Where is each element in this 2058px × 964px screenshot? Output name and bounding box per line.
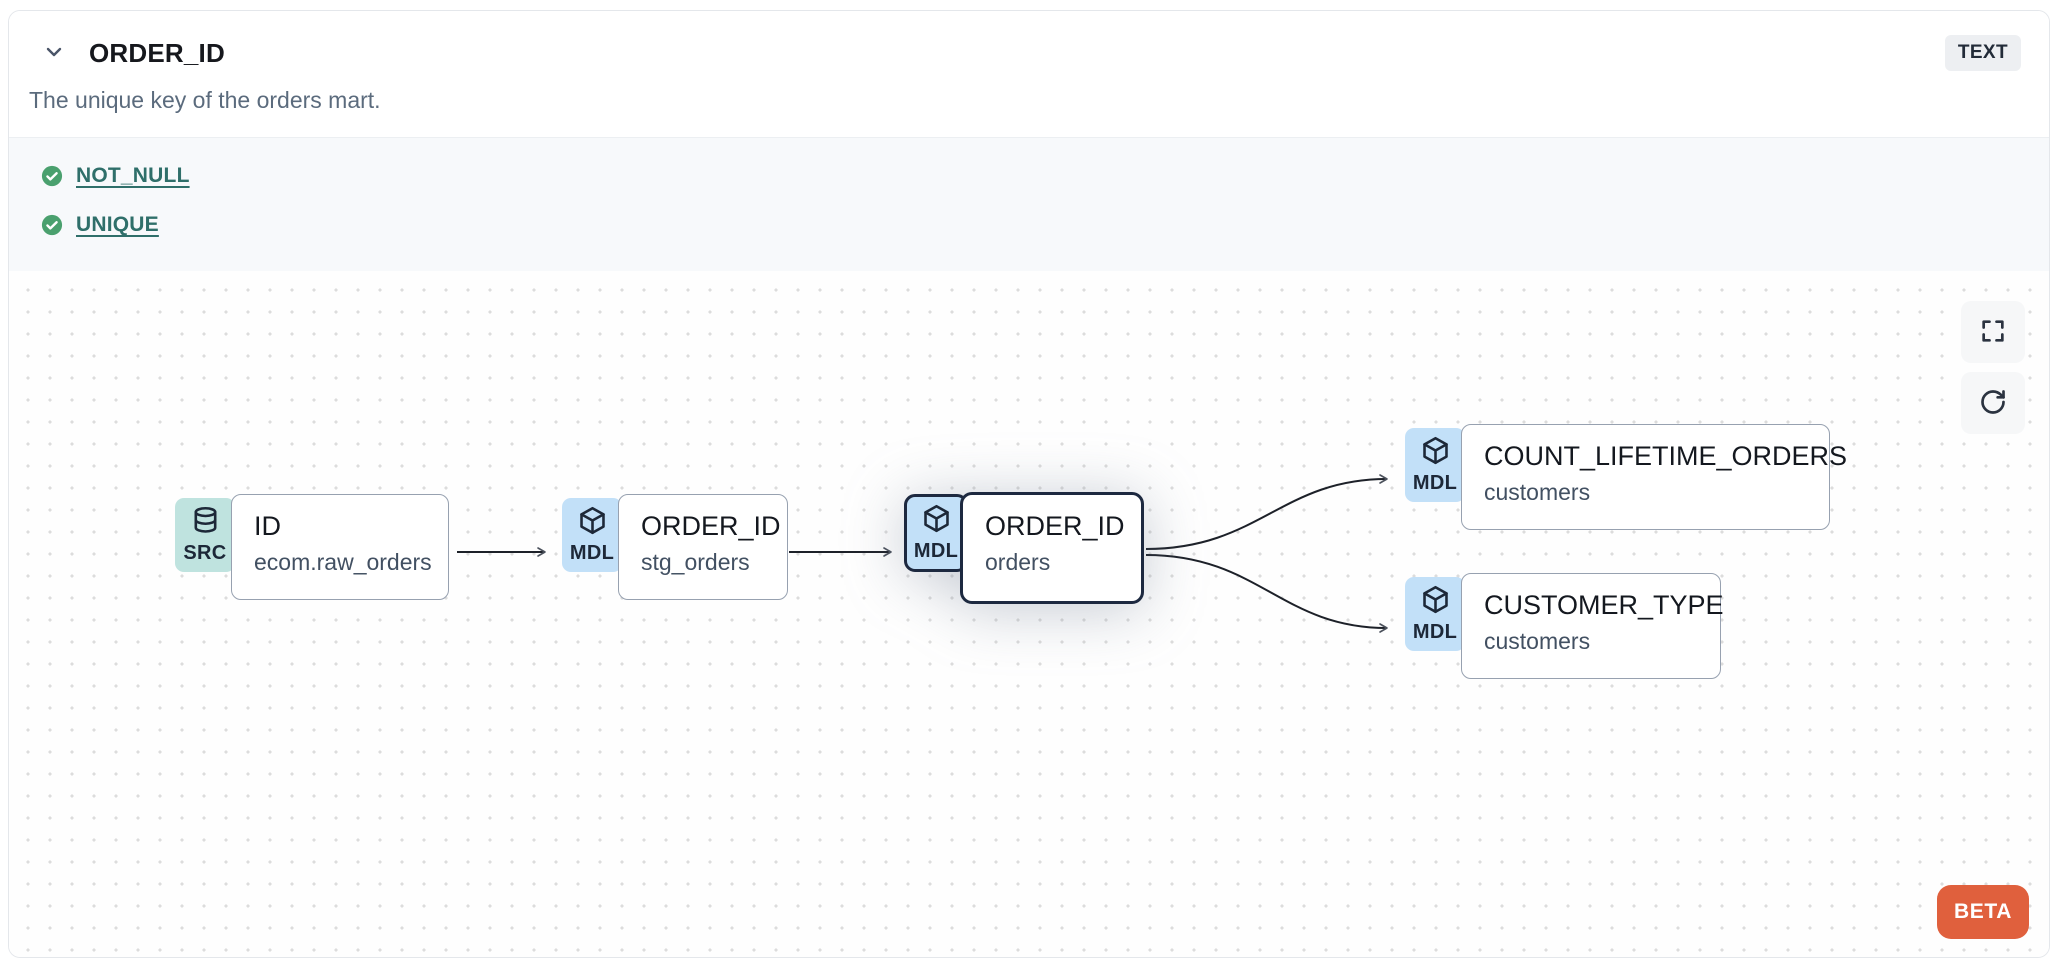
node-badge-label: MDL <box>913 540 959 562</box>
node-type-badge: MDL <box>904 494 968 572</box>
refresh-button[interactable] <box>1961 372 2025 434</box>
node-type-badge: MDL <box>1405 577 1465 651</box>
lineage-node-order-id-stg-orders[interactable]: MDL ORDER_ID stg_orders <box>562 494 788 600</box>
node-title: COUNT_LIFETIME_ORDERS <box>1484 441 1848 471</box>
node-subtitle: stg_orders <box>641 548 750 575</box>
database-icon <box>190 505 221 541</box>
test-pass-check-icon <box>41 214 63 236</box>
test-link-not-null[interactable]: NOT_NULL <box>76 164 190 187</box>
cube-icon <box>1420 584 1451 620</box>
lineage-node-customer-type-customers[interactable]: MDL CUSTOMER_TYPE customers <box>1405 573 1724 679</box>
node-title: CUSTOMER_TYPE <box>1484 590 1724 620</box>
node-type-badge: MDL <box>1405 428 1465 502</box>
node-title: ORDER_ID <box>985 511 1125 541</box>
tests-section: NOT_NULL UNIQUE <box>9 137 2049 271</box>
fullscreen-icon <box>1979 317 2007 348</box>
node-subtitle: customers <box>1484 627 1591 654</box>
node-title: ID <box>254 511 281 541</box>
chevron-down-icon <box>42 40 66 67</box>
lineage-node-order-id-orders-selected[interactable]: MDL ORDER_ID orders <box>904 492 1144 604</box>
lineage-edges <box>457 474 1388 633</box>
test-row-not-null: NOT_NULL <box>41 159 2049 193</box>
node-badge-label: MDL <box>569 542 615 564</box>
node-badge-label: SRC <box>183 542 227 564</box>
node-badge-label: MDL <box>1412 472 1458 494</box>
node-subtitle: customers <box>1484 478 1591 505</box>
collapse-chevron-button[interactable] <box>39 38 69 68</box>
refresh-icon <box>1979 388 2007 419</box>
canvas-controls <box>1961 301 2025 434</box>
column-type-badge: TEXT <box>1944 35 2021 71</box>
node-title: ORDER_ID <box>641 511 781 541</box>
node-card: ORDER_ID orders <box>960 492 1144 604</box>
lineage-node-count-lifetime-orders-customers[interactable]: MDL COUNT_LIFETIME_ORDERS customers <box>1405 424 1848 530</box>
test-row-unique: UNIQUE <box>41 208 2049 242</box>
node-type-badge: SRC <box>175 498 235 572</box>
node-badge-label: MDL <box>1412 621 1458 643</box>
fullscreen-button[interactable] <box>1961 301 2025 363</box>
edge-orders-to-customer-type <box>1145 554 1388 633</box>
node-card: ID ecom.raw_orders <box>231 494 449 600</box>
test-link-unique[interactable]: UNIQUE <box>76 213 159 236</box>
cube-icon <box>921 503 952 539</box>
test-pass-check-icon <box>41 165 63 187</box>
column-details-card: ORDER_ID TEXT The unique key of the orde… <box>8 10 2050 958</box>
lineage-canvas[interactable]: SRC ID ecom.raw_orders MDL ORDER_ID <box>9 271 2049 957</box>
node-subtitle: ecom.raw_orders <box>254 548 432 575</box>
column-description: The unique key of the orders mart. <box>29 87 381 113</box>
cube-icon <box>577 505 608 541</box>
node-card: COUNT_LIFETIME_ORDERS customers <box>1461 424 1848 530</box>
node-card: CUSTOMER_TYPE customers <box>1461 573 1724 679</box>
node-subtitle: orders <box>985 548 1051 575</box>
lineage-node-id-raw-orders[interactable]: SRC ID ecom.raw_orders <box>175 494 449 600</box>
header: ORDER_ID TEXT The unique key of the orde… <box>9 11 2049 137</box>
column-name-title: ORDER_ID <box>89 37 225 68</box>
edge-orders-to-count-lifetime-orders <box>1145 474 1388 550</box>
beta-badge: BETA <box>1937 885 2029 939</box>
node-type-badge: MDL <box>562 498 622 572</box>
cube-icon <box>1420 435 1451 471</box>
node-card: ORDER_ID stg_orders <box>618 494 788 600</box>
